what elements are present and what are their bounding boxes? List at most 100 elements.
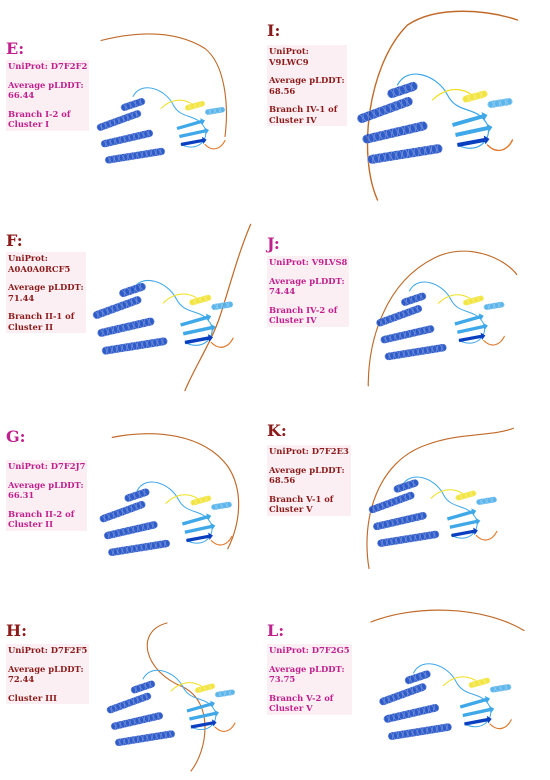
disordered-tail [366, 427, 514, 570]
alpha-helix-low [194, 683, 216, 694]
info-line: 73.75 [269, 674, 296, 684]
protein-structure [99, 433, 240, 557]
protein-structure [92, 223, 252, 392]
alpha-helix [368, 491, 415, 514]
info-line: UniProt: D7F2E3 [269, 446, 349, 456]
info-line: Cluster V [269, 703, 313, 713]
alpha-helix [97, 317, 155, 338]
low-confidence-loop [437, 294, 472, 304]
alpha-helix [99, 500, 146, 523]
info-line: Cluster IV [269, 315, 317, 325]
loop-region [136, 481, 213, 544]
beta-strand [186, 700, 216, 713]
info-line: 72.44 [8, 674, 35, 684]
beta-strand [184, 522, 216, 534]
very-low-loop [486, 139, 514, 152]
info-line: Average pLDDT: [8, 663, 84, 674]
alpha-helix-low [189, 294, 212, 306]
disordered-tail [184, 223, 252, 392]
info-line: Average pLDDT: [269, 275, 345, 286]
info-line: Branch V-1 of [269, 493, 334, 504]
low-confidence-loop [170, 682, 204, 692]
info-line: A0A0A0RCF5 [8, 263, 71, 274]
panel-letter: E: [6, 39, 25, 58]
very-low-loop [210, 337, 234, 348]
info-line: 66.31 [8, 490, 35, 500]
alpha-helix-confident [476, 496, 497, 506]
info-line: Cluster II [8, 519, 54, 529]
very-low-loop [204, 139, 226, 150]
alpha-helix [367, 143, 443, 165]
beta-strand [186, 532, 213, 543]
alpha-helix [124, 487, 150, 503]
alpha-helix-confident [204, 106, 226, 116]
info-line: UniProt: [269, 46, 309, 56]
info-line: Cluster V [269, 504, 313, 514]
alpha-helix-low [463, 295, 484, 306]
disordered-tail [146, 622, 206, 772]
beta-strand [449, 517, 481, 529]
beta-strand [451, 112, 488, 127]
beta-strand [182, 323, 216, 336]
info-line: Cluster III [8, 692, 57, 703]
alpha-helix [120, 97, 146, 112]
beta-strand [190, 719, 217, 729]
alpha-helix-confident [211, 301, 234, 311]
alpha-helix [96, 109, 142, 132]
beta-strand [181, 513, 212, 526]
disordered-tail [370, 609, 525, 632]
low-confidence-loop [162, 293, 199, 304]
info-line: 74.44 [269, 286, 296, 296]
info-line: Average pLDDT: [269, 75, 345, 85]
beta-strand [457, 135, 490, 147]
info-line: UniProt: D7F2J7 [8, 461, 86, 471]
alpha-helix-low [184, 100, 206, 111]
beta-strand [462, 705, 495, 718]
info-line: Average pLDDT: [8, 79, 84, 90]
disordered-tail [366, 10, 519, 201]
beta-strand [459, 695, 491, 709]
alpha-helix-confident [214, 689, 236, 698]
protein-structure [106, 622, 236, 772]
alpha-helix-confident [483, 301, 505, 311]
info-line: 68.56 [269, 475, 296, 485]
very-low-loop [489, 719, 512, 730]
alpha-helix [357, 96, 413, 124]
alpha-helix [401, 292, 427, 307]
protein-structure [367, 250, 518, 387]
info-line: UniProt: D7F2F2 [8, 61, 88, 71]
beta-strand [446, 508, 477, 521]
alpha-helix [100, 129, 154, 148]
alpha-helix-confident [487, 97, 513, 109]
alpha-helix-low [462, 90, 488, 103]
disordered-tail [367, 250, 518, 387]
very-low-loop [214, 722, 236, 732]
alpha-helix-low [468, 677, 491, 689]
alpha-helix-confident [211, 501, 232, 511]
info-line: Branch IV-1 of [269, 104, 338, 114]
loop-region [412, 663, 492, 728]
protein-structure [366, 427, 514, 570]
alpha-helix [383, 703, 440, 724]
info-line: 71.44 [8, 292, 35, 303]
info-line: UniProt: D7F2G5 [269, 645, 350, 655]
low-confidence-loop [442, 676, 478, 687]
beta-strand [180, 313, 212, 327]
alpha-helix [387, 81, 418, 99]
info-line: Branch V-2 of [269, 692, 334, 703]
info-line: UniProt: [8, 253, 48, 263]
alpha-helix-confident [489, 683, 512, 693]
alpha-helix [380, 324, 435, 344]
alpha-helix [119, 282, 146, 298]
panel-letter: K: [267, 421, 287, 440]
alpha-helix [110, 711, 164, 731]
alpha-helix [379, 682, 427, 706]
beta-strand [179, 127, 210, 139]
alpha-helix-low [190, 495, 212, 506]
alpha-helix [101, 336, 168, 356]
info-line: Branch I-2 of [8, 108, 71, 119]
alpha-helix [108, 539, 171, 557]
panel-letter: G: [6, 427, 26, 446]
